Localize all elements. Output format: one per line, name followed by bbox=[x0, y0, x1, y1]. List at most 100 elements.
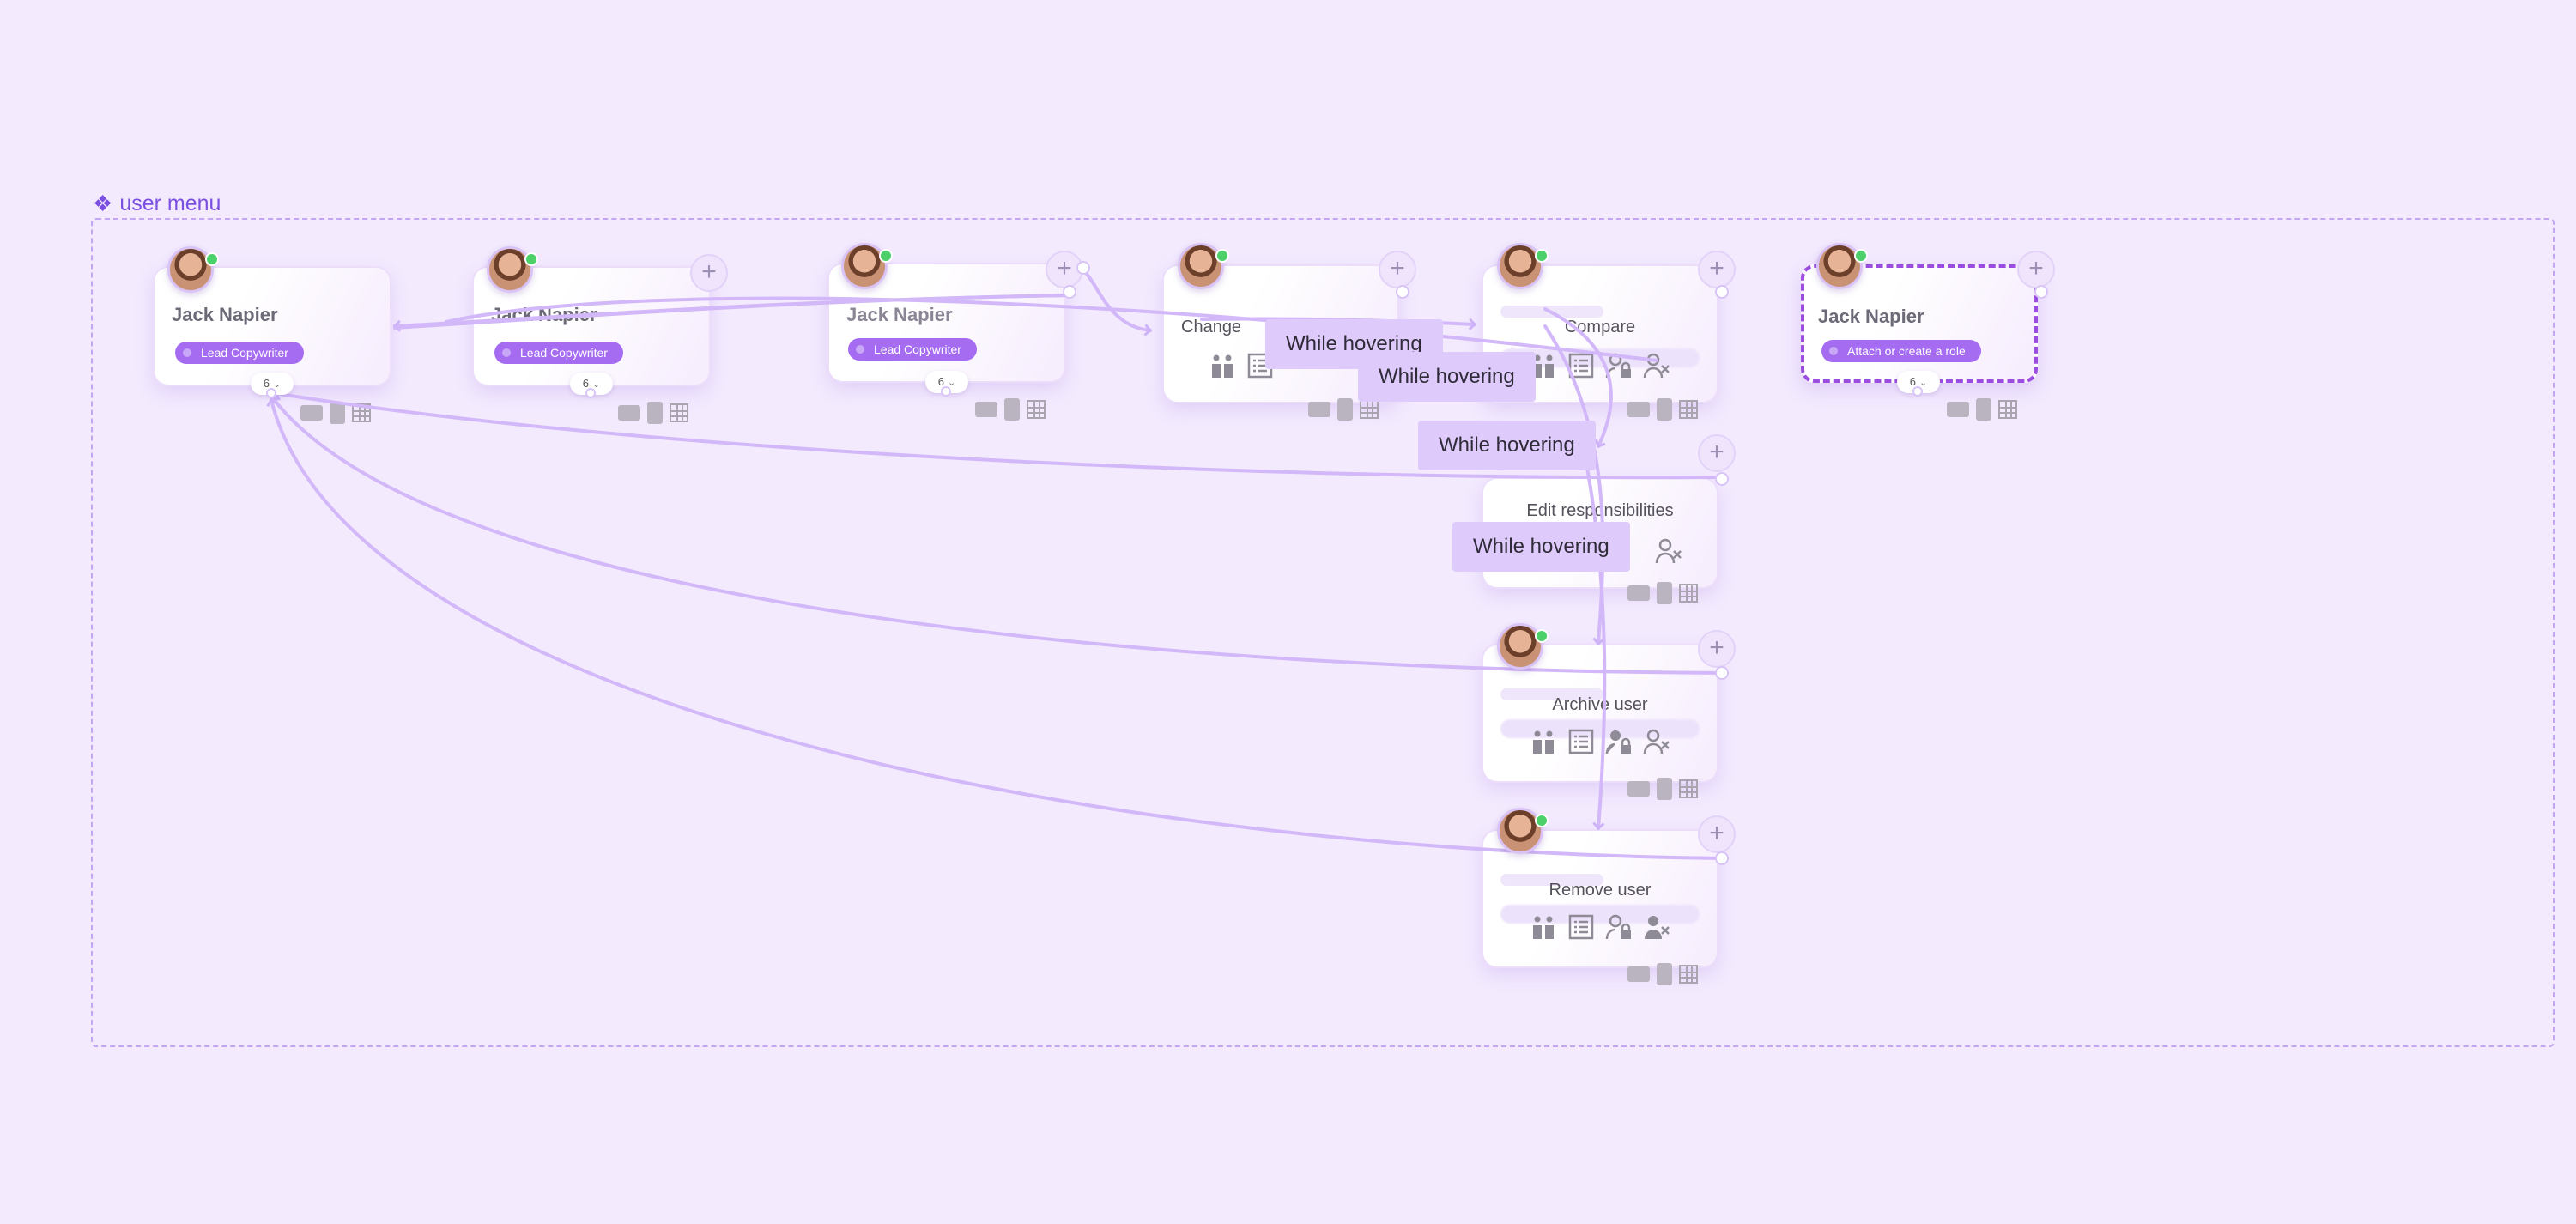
while-hovering-tag-2[interactable]: While hovering bbox=[1358, 352, 1536, 402]
list-icon[interactable] bbox=[1567, 352, 1595, 379]
user-remove-icon[interactable] bbox=[1643, 728, 1670, 755]
online-status-dot bbox=[1535, 249, 1549, 263]
portrait-layout-icon[interactable] bbox=[1657, 778, 1672, 800]
connector-port[interactable] bbox=[1715, 666, 1729, 680]
action-title: Compare bbox=[1564, 318, 1636, 336]
user-remove-icon[interactable] bbox=[1643, 913, 1670, 941]
landscape-layout-icon[interactable] bbox=[1627, 585, 1650, 601]
layout-toggle-group[interactable] bbox=[1947, 398, 2017, 421]
selected-user-card[interactable]: Jack Napier Attach or create a role bbox=[1801, 264, 2038, 383]
connector-port[interactable] bbox=[2034, 285, 2048, 299]
grid-layout-icon[interactable] bbox=[1679, 400, 1698, 419]
action-title: Change bbox=[1181, 318, 1242, 336]
layout-toggle-group[interactable] bbox=[1627, 778, 1698, 800]
add-node-button[interactable]: + bbox=[690, 254, 728, 292]
chevron-down-icon: ⌄ bbox=[1919, 378, 1928, 388]
online-status-dot bbox=[205, 252, 219, 266]
while-hovering-tag-4[interactable]: While hovering bbox=[1452, 522, 1630, 572]
grid-layout-icon[interactable] bbox=[352, 403, 371, 422]
grid-layout-icon[interactable] bbox=[1360, 400, 1379, 419]
while-hovering-tag-3[interactable]: While hovering bbox=[1418, 421, 1596, 470]
count-dropdown[interactable]: 6⌄ bbox=[925, 371, 968, 393]
portrait-layout-icon[interactable] bbox=[647, 402, 663, 424]
grid-layout-icon[interactable] bbox=[1998, 400, 2017, 419]
layout-toggle-group[interactable] bbox=[1627, 963, 1698, 985]
landscape-layout-icon[interactable] bbox=[1947, 402, 1969, 417]
online-status-dot bbox=[1535, 629, 1549, 643]
landscape-layout-icon[interactable] bbox=[618, 405, 640, 421]
user-name: Jack Napier bbox=[1818, 306, 1924, 327]
connector-port[interactable] bbox=[1396, 285, 1409, 299]
user-remove-icon[interactable] bbox=[1655, 537, 1682, 565]
layout-toggle-group[interactable] bbox=[1627, 398, 1698, 421]
add-node-button[interactable]: + bbox=[1698, 630, 1736, 668]
action-title: Edit responsibilities bbox=[1526, 501, 1674, 520]
role-pill[interactable]: Lead Copywriter bbox=[848, 338, 977, 361]
attach-role-pill[interactable]: Attach or create a role bbox=[1821, 340, 1981, 362]
connector-port[interactable] bbox=[1715, 851, 1729, 865]
portrait-layout-icon[interactable] bbox=[1976, 398, 1991, 421]
online-status-dot bbox=[879, 249, 893, 263]
portrait-layout-icon[interactable] bbox=[1337, 398, 1353, 421]
online-status-dot bbox=[1854, 249, 1868, 263]
list-icon[interactable] bbox=[1567, 913, 1595, 941]
layout-toggle-group[interactable] bbox=[618, 402, 688, 424]
frame-label[interactable]: ❖ user menu bbox=[93, 191, 221, 217]
people-connect-icon[interactable] bbox=[1530, 728, 1557, 755]
role-pill[interactable]: Lead Copywriter bbox=[494, 342, 623, 364]
action-icons bbox=[1483, 913, 1717, 941]
connector-port[interactable] bbox=[585, 388, 596, 398]
connector-port[interactable] bbox=[266, 388, 276, 398]
action-icons bbox=[1655, 537, 1682, 565]
connector-port[interactable] bbox=[1715, 285, 1729, 299]
landscape-layout-icon[interactable] bbox=[1627, 781, 1650, 797]
landscape-layout-icon[interactable] bbox=[1627, 966, 1650, 982]
add-node-button[interactable]: + bbox=[1379, 251, 1416, 288]
add-node-button[interactable]: + bbox=[1698, 251, 1736, 288]
component-diamond-icon: ❖ bbox=[93, 191, 113, 216]
user-name: Jack Napier bbox=[846, 304, 953, 325]
grid-layout-icon[interactable] bbox=[1679, 779, 1698, 798]
user-lock-icon[interactable] bbox=[1605, 913, 1633, 941]
user-lock-icon[interactable] bbox=[1605, 728, 1633, 755]
people-connect-icon[interactable] bbox=[1530, 913, 1557, 941]
chevron-down-icon: ⌄ bbox=[948, 378, 956, 388]
user-remove-icon[interactable] bbox=[1643, 352, 1670, 379]
avatar bbox=[1816, 243, 1863, 289]
grid-layout-icon[interactable] bbox=[1027, 400, 1046, 419]
portrait-layout-icon[interactable] bbox=[1657, 398, 1672, 421]
layout-toggle-group[interactable] bbox=[1627, 582, 1698, 604]
online-status-dot bbox=[1535, 814, 1549, 827]
grid-layout-icon[interactable] bbox=[670, 403, 688, 422]
portrait-layout-icon[interactable] bbox=[330, 402, 345, 424]
user-menu-frame[interactable] bbox=[91, 218, 2555, 1047]
role-pill[interactable]: Lead Copywriter bbox=[175, 342, 304, 364]
grid-layout-icon[interactable] bbox=[1679, 965, 1698, 984]
chevron-down-icon: ⌄ bbox=[273, 379, 282, 390]
count-dropdown[interactable]: 6⌄ bbox=[1897, 371, 1940, 393]
connector-port[interactable] bbox=[1076, 261, 1090, 275]
add-node-button[interactable]: + bbox=[1698, 434, 1736, 472]
connector-port[interactable] bbox=[1715, 472, 1729, 486]
connector-port[interactable] bbox=[941, 386, 951, 397]
list-icon[interactable] bbox=[1567, 728, 1595, 755]
layout-toggle-group[interactable] bbox=[975, 398, 1046, 421]
add-node-button[interactable]: + bbox=[2017, 251, 2055, 288]
grid-layout-icon[interactable] bbox=[1679, 584, 1698, 603]
add-node-button[interactable]: + bbox=[1698, 815, 1736, 853]
user-name: Jack Napier bbox=[491, 304, 597, 325]
landscape-layout-icon[interactable] bbox=[1308, 402, 1330, 417]
connector-port[interactable] bbox=[1063, 285, 1076, 299]
action-title: Remove user bbox=[1549, 881, 1652, 900]
portrait-layout-icon[interactable] bbox=[1004, 398, 1020, 421]
layout-toggle-group[interactable] bbox=[300, 402, 371, 424]
portrait-layout-icon[interactable] bbox=[1657, 963, 1672, 985]
landscape-layout-icon[interactable] bbox=[1627, 402, 1650, 417]
people-connect-icon[interactable] bbox=[1209, 352, 1236, 379]
landscape-layout-icon[interactable] bbox=[300, 405, 323, 421]
chevron-down-icon: ⌄ bbox=[592, 379, 601, 390]
landscape-layout-icon[interactable] bbox=[975, 402, 997, 417]
portrait-layout-icon[interactable] bbox=[1657, 582, 1672, 604]
connector-port[interactable] bbox=[1912, 386, 1923, 397]
user-lock-icon[interactable] bbox=[1605, 352, 1633, 379]
